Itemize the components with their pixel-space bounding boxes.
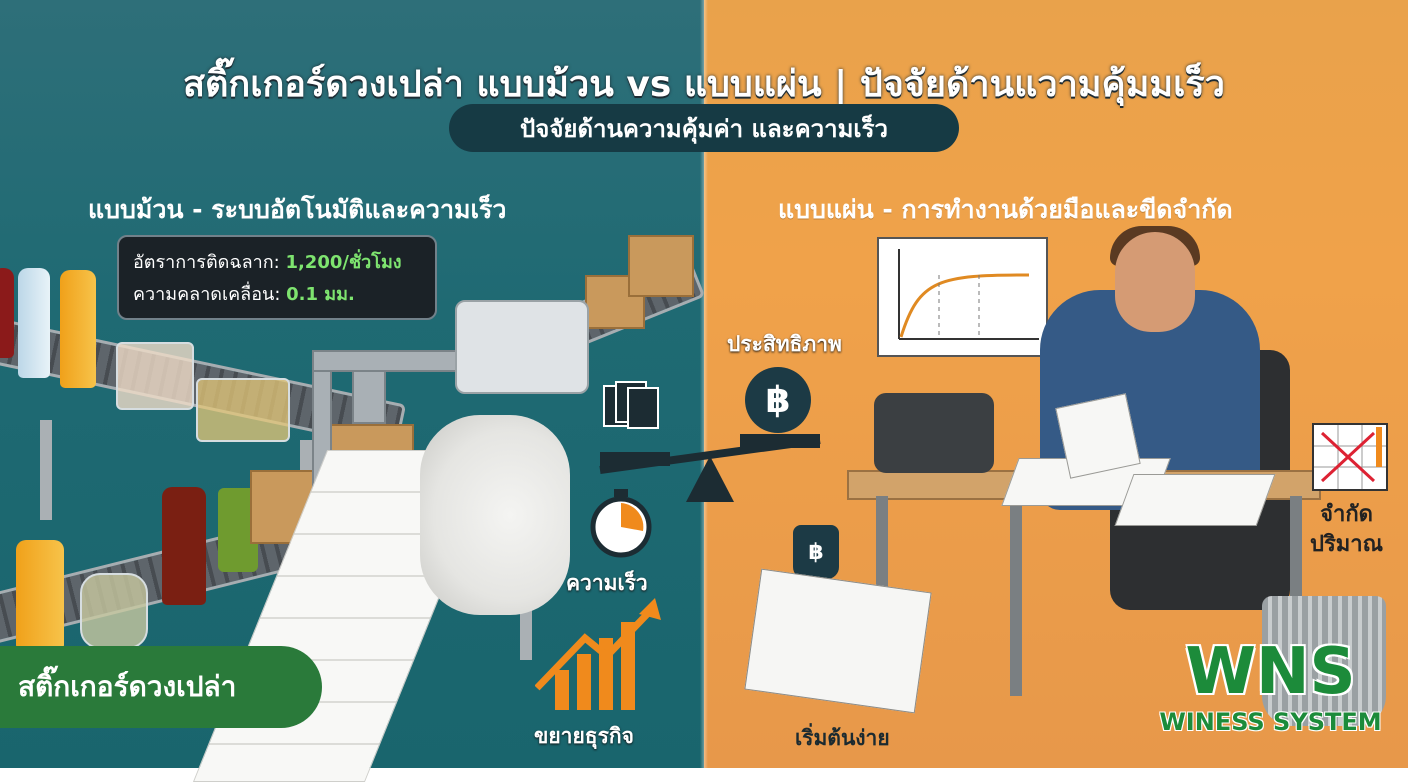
paper-stack-icon xyxy=(603,381,659,429)
limit-label-line-1: จำกัด xyxy=(1320,502,1373,527)
easy-start-label: เริ่มต้นง่าย xyxy=(795,726,890,750)
balance-scale-icon xyxy=(599,434,821,502)
applicator-head xyxy=(352,370,386,424)
worker-head xyxy=(1115,232,1195,332)
food-container-icon xyxy=(80,573,148,649)
rate-label: อัตราการติดฉลาก: xyxy=(133,252,280,273)
label-sheet-icon xyxy=(1114,474,1276,526)
cardboard-box-icon xyxy=(628,235,694,297)
efficiency-label: ประสิทธิภาพ xyxy=(727,332,842,356)
product-tag: สติ๊กเกอร์ดวงเปล่า xyxy=(0,646,322,728)
desk-leg xyxy=(1010,496,1022,696)
error-label: ความคลาดเคลื่อน: xyxy=(133,284,281,305)
center-divider xyxy=(700,0,708,768)
left-section-heading: แบบม้วน - ระบบอัตโนมัติและความเร็ว xyxy=(88,195,507,224)
limit-label: จำกัด ปริมาณ xyxy=(1310,500,1383,560)
growth-label: ขยายธุรกิจ xyxy=(534,724,634,748)
speed-label: ความเร็ว xyxy=(566,571,648,595)
growth-chart-icon xyxy=(535,598,661,710)
error-row: ความคลาดเคลื่อน: 0.1 มม. xyxy=(133,279,421,311)
stats-panel: อัตราการติดฉลาก: 1,200/ชั่วโมง ความคลาดเ… xyxy=(117,235,437,320)
efficiency-graph-icon xyxy=(877,237,1048,357)
page-title: สติ๊กเกอร์ดวงเปล่า แบบม้วน vs แบบแผ่น | … xyxy=(183,64,1225,105)
food-container-icon xyxy=(116,342,194,410)
rate-row: อัตราการติดฉลาก: 1,200/ชั่วโมง xyxy=(133,247,421,279)
desktop-printer-icon xyxy=(874,393,994,473)
bottle-icon xyxy=(16,540,64,650)
stopwatch-icon xyxy=(590,489,652,558)
right-section-heading: แบบแผ่น - การทำงานด้วยมือและขีดจำกัด xyxy=(778,195,1233,224)
limit-label-line-2: ปริมาณ xyxy=(1310,532,1384,557)
brand-name: WINESS SYSTEM xyxy=(1159,708,1382,736)
brand-logo-mark: WNS xyxy=(1185,635,1356,709)
rate-value: 1,200/ชั่วโมง xyxy=(285,252,402,273)
error-value: 0.1 มม. xyxy=(286,284,355,305)
baht-weight-icon: ฿ xyxy=(793,525,839,579)
label-roll-icon xyxy=(420,415,570,615)
label-printer-icon xyxy=(455,300,589,394)
limit-warning-icon xyxy=(1312,423,1388,491)
page-subtitle: ปัจจัยด้านความคุ้มค่า และความเร็ว xyxy=(449,104,959,152)
baht-coin-icon: ฿ xyxy=(745,367,811,433)
crumpled-label-sheet-icon xyxy=(744,568,932,714)
food-container-icon xyxy=(196,378,290,442)
bottle-icon xyxy=(0,268,14,358)
held-label-sheet xyxy=(1055,393,1141,479)
bottle-icon xyxy=(162,487,206,605)
wastebasket-icon xyxy=(1262,596,1386,726)
conveyor-leg xyxy=(40,420,52,520)
bottle-icon xyxy=(18,268,50,378)
brand-logo: WNS WINESS SYSTEM xyxy=(1148,640,1393,752)
bottle-icon xyxy=(60,270,96,388)
